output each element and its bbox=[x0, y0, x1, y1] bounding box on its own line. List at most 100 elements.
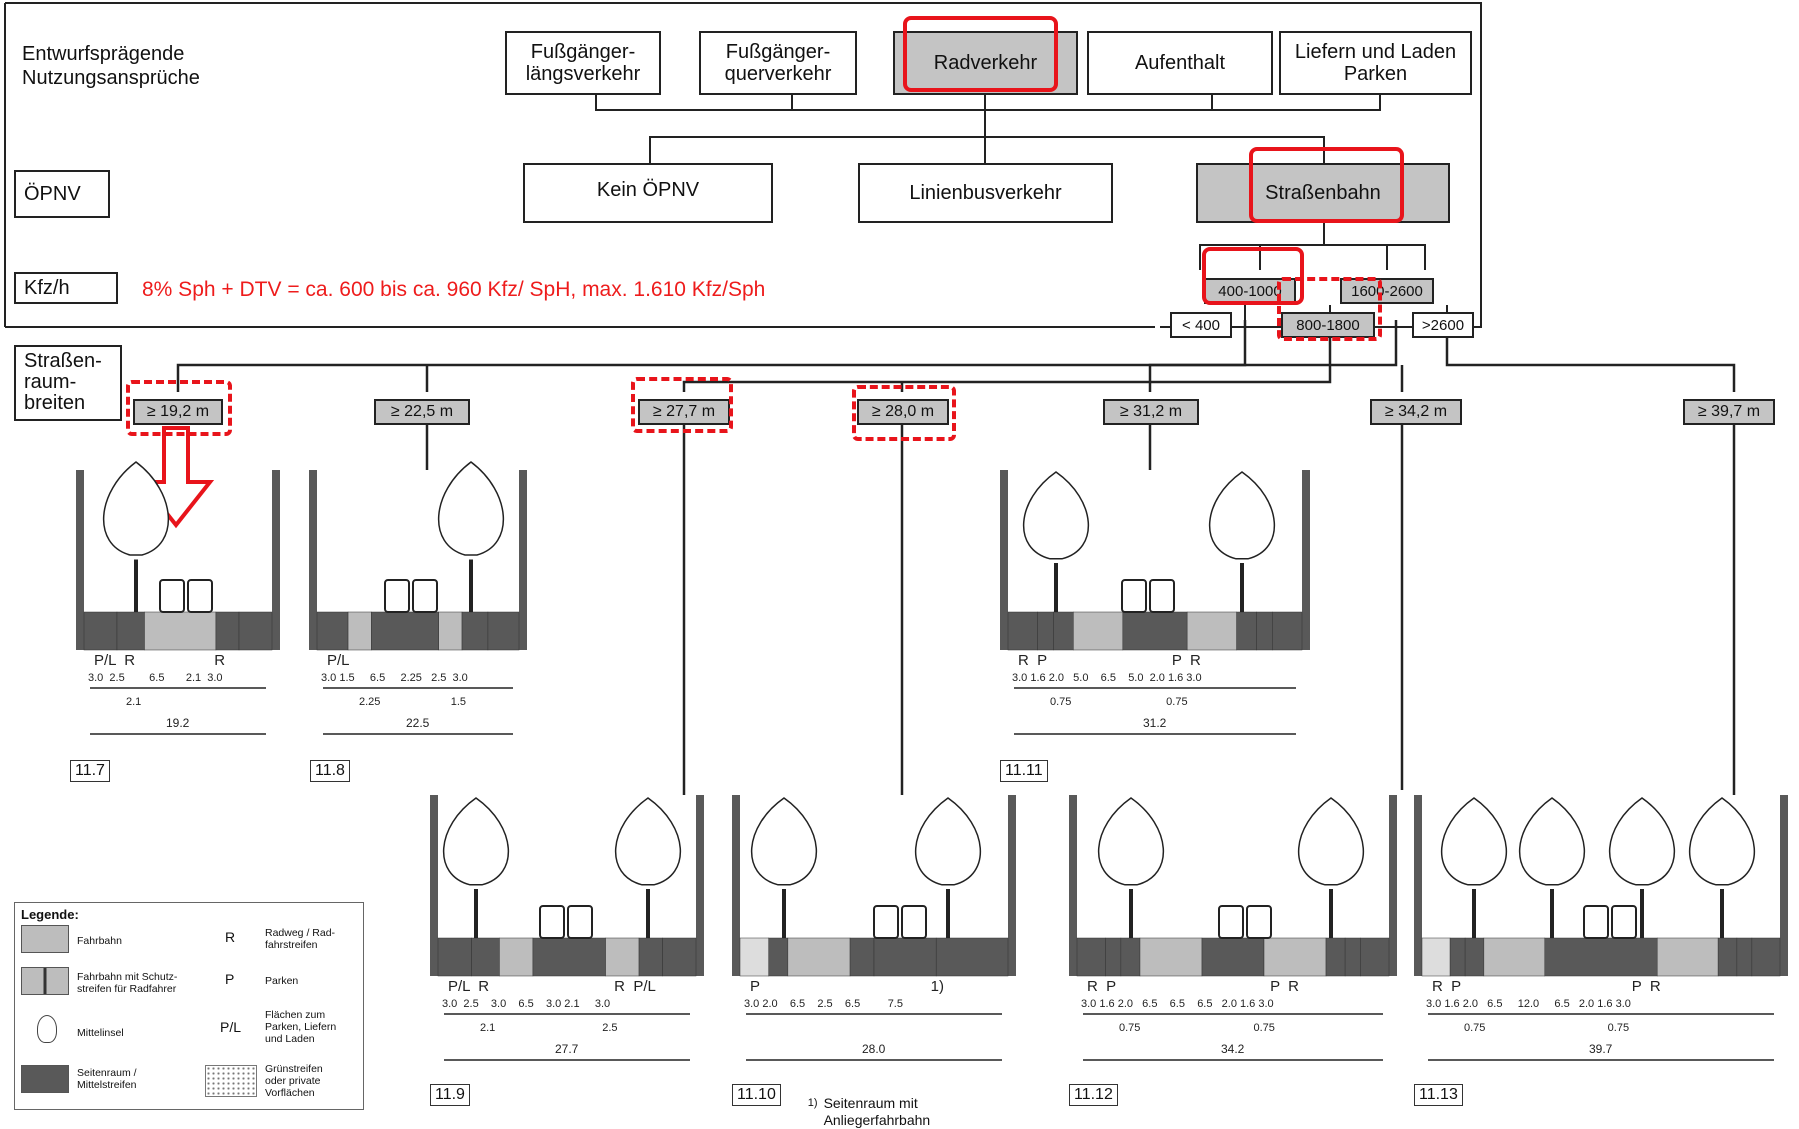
profile-sub: 0.75 0.75 bbox=[1119, 1022, 1275, 1034]
usage-box-liefern: Liefern und Laden Parken bbox=[1279, 31, 1472, 95]
profile-11-11-wall-right bbox=[1302, 470, 1310, 650]
profile-sub: 2.25 1.5 bbox=[359, 696, 466, 708]
usage-label: Radverkehr bbox=[933, 52, 1038, 74]
profile-11-11-segment-6 bbox=[1236, 611, 1257, 651]
usage-box-querverkehr: Fußgänger- querverkehr bbox=[699, 31, 857, 95]
profile-11-8-segment-1 bbox=[347, 611, 372, 651]
profile-labels: R P P R bbox=[1432, 978, 1661, 995]
profile-11-11-tree-icon-1-trunk bbox=[1240, 563, 1244, 612]
profile-11-10-wall-right bbox=[1008, 795, 1016, 976]
range-label: >2600 bbox=[1421, 316, 1465, 334]
width-label: ≥ 22,5 m bbox=[390, 403, 454, 420]
profile-sub: 0.75 0.75 bbox=[1464, 1022, 1630, 1034]
profile-11-10-tram-icon-2 bbox=[901, 905, 927, 939]
profile-11-11-segment-7 bbox=[1256, 611, 1273, 651]
range-800-1800: 800-1800 bbox=[1281, 312, 1375, 338]
highlight-strassenbahn bbox=[1249, 147, 1404, 223]
profile-11-10-tree-icon-0 bbox=[751, 797, 817, 886]
usage-box-aufenthalt: Aufenthalt bbox=[1087, 31, 1273, 95]
legend-title: Legende: bbox=[21, 907, 79, 922]
profile-11-11-segment-5 bbox=[1186, 611, 1237, 651]
profile-labels: R P P R bbox=[1087, 978, 1299, 995]
profile-sub: 2.1 2.5 bbox=[480, 1022, 618, 1034]
profile-11-8-segment-4 bbox=[461, 611, 489, 651]
profile-11-7-tram-icon-2 bbox=[187, 579, 213, 613]
range-label: < 400 bbox=[1182, 316, 1220, 334]
profile-11-13-segment-3 bbox=[1483, 937, 1546, 977]
profile-11-9-tram-icon bbox=[539, 905, 565, 939]
usage-label: Aufenthalt bbox=[1134, 52, 1226, 74]
profile-11-13-segment-2 bbox=[1464, 937, 1485, 977]
legend-r-text: Radweg / Rad- fahrstreifen bbox=[265, 927, 336, 951]
usage-label: Fußgänger- längsverkehr bbox=[525, 41, 641, 85]
profile-id: 11.13 bbox=[1414, 1084, 1463, 1106]
opnv-label: Kein ÖPNV bbox=[596, 179, 700, 201]
profile-11-7-tree-icon-0-trunk bbox=[134, 559, 138, 612]
profile-11-8-tram-icon-2 bbox=[412, 579, 438, 613]
profile-labels: P 1) bbox=[750, 978, 944, 995]
width-label: ≥ 27,7 m bbox=[652, 403, 716, 420]
swatch-seitenraum bbox=[21, 1065, 69, 1093]
width-label: ≥ 34,2 m bbox=[1384, 403, 1448, 420]
profile-11-13-tree-icon-1-trunk bbox=[1550, 889, 1554, 938]
profile-11-9-segment-3 bbox=[532, 937, 606, 977]
profile-11-9-segment-0 bbox=[437, 937, 472, 977]
swatch-schutzstreifen bbox=[21, 967, 69, 995]
opnv-box-linienbus: Linienbusverkehr bbox=[858, 163, 1113, 223]
profile-11-12-tree-icon-0-trunk bbox=[1129, 889, 1133, 938]
opnv-label: Linienbusverkehr bbox=[909, 182, 1062, 204]
range-1600-2600: 1600-2600 bbox=[1340, 278, 1434, 304]
profile-11-11-tree-icon-1 bbox=[1209, 471, 1275, 560]
profile-total: 28.0 bbox=[862, 1042, 886, 1056]
legend-fahrbahn: Fahrbahn bbox=[77, 935, 122, 947]
traffic-note: 8% Sph + DTV = ca. 600 bis ca. 960 Kfz/ … bbox=[142, 278, 766, 301]
width-box-39-7: ≥ 39,7 m bbox=[1683, 399, 1775, 425]
profile-11-11-wall-left bbox=[1000, 470, 1008, 650]
profile-11-11-segment-3 bbox=[1073, 611, 1124, 651]
profile-11-9-segment-2 bbox=[499, 937, 534, 977]
profile-11-12-wall-left bbox=[1069, 795, 1077, 976]
profile-11-13-segment-7 bbox=[1736, 937, 1753, 977]
profile-id: 11.11 bbox=[1000, 760, 1048, 782]
width-box-34-2: ≥ 34,2 m bbox=[1370, 399, 1462, 425]
profile-id: 11.8 bbox=[310, 760, 350, 782]
highlight-28-0 bbox=[852, 385, 956, 441]
profile-11-12-wall-right bbox=[1389, 795, 1397, 976]
profile-dims: 3.0 1.6 2.0 6.5 12.0 6.5 2.0 1.6 3.0 bbox=[1426, 998, 1631, 1010]
profile-dims: 3.0 2.0 6.5 2.5 6.5 7.5 bbox=[744, 998, 903, 1010]
profile-11-12-tree-icon-1-trunk bbox=[1329, 889, 1333, 938]
legend-seitenraum: Seitenraum / Mittelstreifen bbox=[77, 1067, 137, 1091]
profile-11-12-tram-icon bbox=[1218, 905, 1244, 939]
profile-total: 22.5 bbox=[406, 716, 430, 730]
profile-11-7-wall-right bbox=[272, 470, 280, 650]
legend-p-key: P bbox=[225, 971, 235, 987]
profile-11-12-segment-0 bbox=[1076, 937, 1106, 977]
profile-11-10-segment-2 bbox=[787, 937, 851, 977]
profile-11-11-tram-icon-2 bbox=[1149, 579, 1175, 613]
profile-11-13-segment-5 bbox=[1656, 937, 1719, 977]
row-label-opnv: ÖPNV bbox=[24, 183, 81, 205]
profile-11-9-segment-5 bbox=[638, 937, 663, 977]
width-label: ≥ 31,2 m bbox=[1119, 403, 1183, 420]
profile-11-13-segment-6 bbox=[1717, 937, 1738, 977]
legend-r-key: R bbox=[225, 929, 236, 945]
row-label-width-box: Straßen- raum- breiten bbox=[14, 345, 122, 421]
legend-gruen: Grünstreifen oder private Vorflächen bbox=[265, 1063, 323, 1099]
profile-11-9-tree-icon-0 bbox=[443, 797, 509, 886]
profile-11-9-segment-6 bbox=[662, 937, 697, 977]
profile-11-7-segment-1 bbox=[116, 611, 145, 651]
profile-dims: 3.0 2.5 6.5 2.1 3.0 bbox=[88, 672, 223, 684]
width-box-22-5: ≥ 22,5 m bbox=[374, 399, 470, 425]
profile-11-7-tree-icon-0 bbox=[103, 461, 169, 556]
profile-11-8-segment-0 bbox=[316, 611, 349, 651]
legend-pl-text: Flächen zum Parken, Liefern und Laden bbox=[265, 1009, 337, 1045]
profile-11-13-tree-icon-3-trunk bbox=[1720, 889, 1724, 938]
profile-labels: P/L bbox=[327, 652, 350, 669]
range-label: 1600-2600 bbox=[1351, 282, 1423, 300]
profile-11-12-segment-4 bbox=[1201, 937, 1265, 977]
profile-11-10-segment-1 bbox=[768, 937, 789, 977]
profile-id: 11.12 bbox=[1069, 1084, 1118, 1106]
profile-labels: R P P R bbox=[1018, 652, 1201, 669]
profile-11-10-segment-5 bbox=[935, 937, 1009, 977]
profile-labels: P/L R R P/L bbox=[448, 978, 656, 995]
